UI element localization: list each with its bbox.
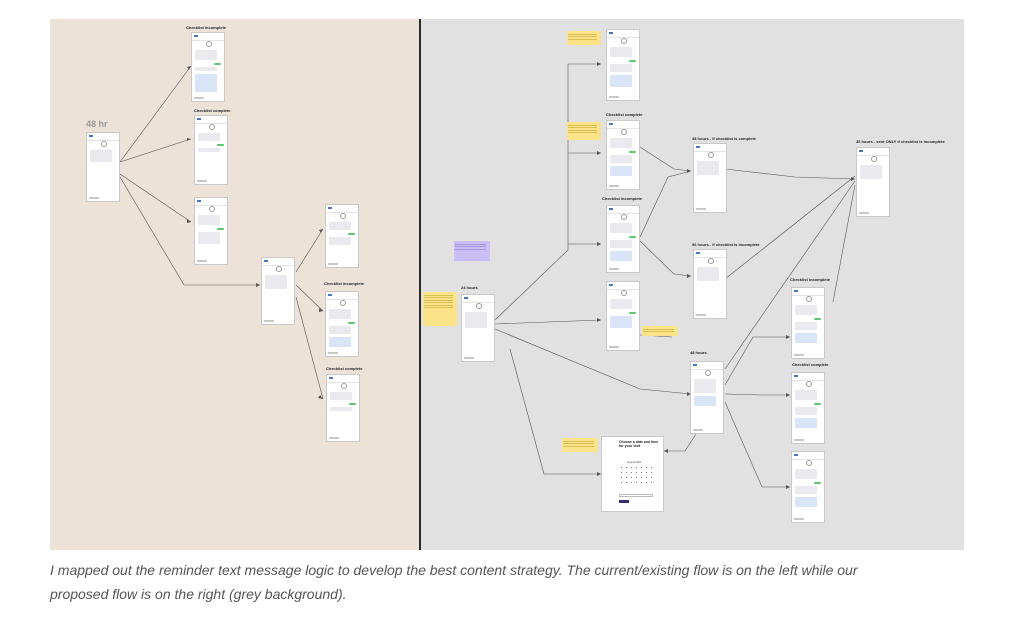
message-mockup [856, 147, 890, 217]
sticky-note [423, 292, 457, 326]
message-mockup [606, 281, 640, 351]
right-branch-title: 48 hours - if checklist is complete [692, 136, 757, 141]
calendar-title: Choose a date and time for your visit [619, 440, 659, 448]
calendar-mockup: Choose a date and time for your visit Au… [601, 436, 664, 512]
message-mockup [86, 132, 120, 202]
sticky-note [567, 31, 601, 45]
right-branch-title: Checklist incomplete [602, 196, 643, 201]
message-mockup [325, 291, 359, 357]
right-branch-title: Checklist complete [606, 112, 643, 117]
message-mockup [606, 205, 640, 273]
message-mockup [325, 204, 359, 268]
message-mockup [693, 249, 727, 319]
message-mockup [194, 197, 228, 265]
image-caption: I mapped out the reminder text message l… [50, 558, 950, 606]
message-mockup [606, 29, 640, 101]
right-branch-title: 96 hours - if checklist is incomplete [692, 242, 760, 247]
message-mockup [326, 374, 360, 442]
calendar-grid [619, 465, 653, 483]
message-mockup [791, 372, 825, 444]
message-mockup [606, 120, 640, 190]
calendar-month: August 2022 [627, 461, 642, 464]
message-mockup [194, 115, 228, 185]
panel-divider [419, 19, 421, 550]
caption-line-2: proposed flow is on the right (grey back… [50, 586, 347, 602]
message-mockup [690, 361, 724, 434]
left-branch-title: Checklist incomplete [324, 281, 365, 286]
message-mockup [191, 32, 225, 102]
left-branch-title: Checklist complete [194, 108, 231, 113]
sticky-note-purple [454, 241, 490, 261]
calendar-submit-button [619, 500, 629, 503]
message-mockup [791, 287, 825, 359]
right-24-hour-label: 24 hours [461, 285, 478, 290]
right-48-hour-label: 48 hours [690, 350, 707, 355]
sticky-note [567, 122, 601, 140]
caption-line-1: I mapped out the reminder text message l… [50, 562, 858, 578]
left-48-hour-label: 48 hr [86, 119, 108, 129]
message-mockup [693, 143, 727, 213]
left-branch-title: Checklist complete [326, 366, 363, 371]
message-mockup [791, 451, 825, 523]
message-mockup [261, 257, 295, 325]
sticky-note [562, 438, 598, 452]
left-branch-title: Checklist incomplete [186, 25, 227, 30]
right-branch-title: 36 hours - sent ONLY if checklist is inc… [856, 139, 945, 144]
right-branch-title: Checklist incomplete [790, 277, 831, 282]
message-mockup [461, 294, 495, 362]
flow-canvas: 48 hr Checklist incomplete Checklist com… [50, 19, 964, 550]
right-branch-title: Checklist complete [792, 362, 829, 367]
sticky-note [642, 326, 678, 336]
calendar-time-input [619, 494, 653, 497]
